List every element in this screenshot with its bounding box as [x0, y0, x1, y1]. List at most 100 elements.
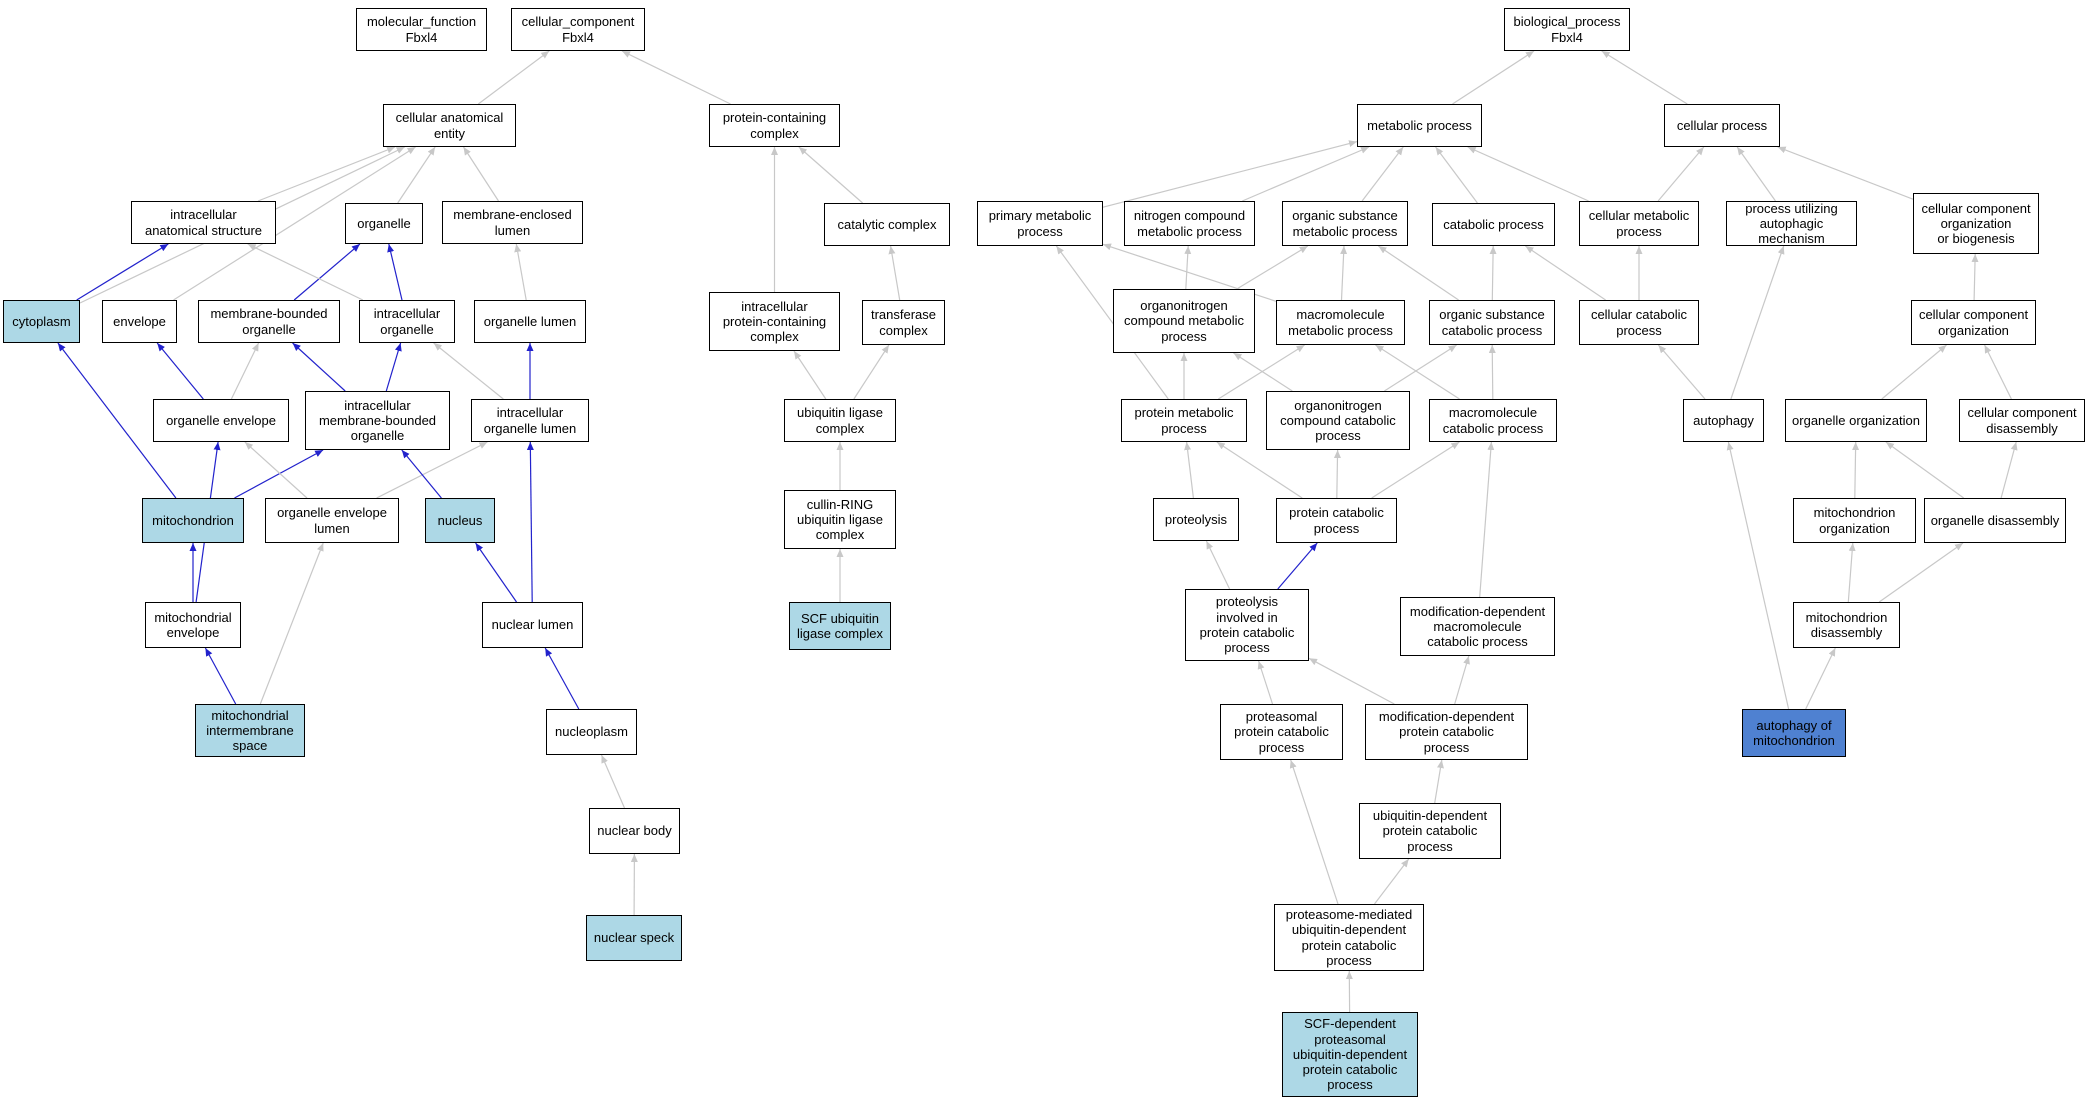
node-np[interactable]: nucleoplasm	[546, 709, 637, 755]
edge-oncmp-to-ncmp	[1184, 245, 1192, 290]
node-pmp[interactable]: primary metabolic process	[977, 201, 1103, 246]
edge-oscp-to-catp	[1489, 245, 1497, 301]
node-md[interactable]: mitochondrion disassembly	[1793, 602, 1900, 648]
node-ccp[interactable]: cellular catabolic process	[1579, 300, 1699, 345]
node-mcp[interactable]: macromolecule catabolic process	[1429, 399, 1557, 442]
node-nb[interactable]: nuclear body	[589, 808, 680, 854]
node-pcp[interactable]: protein catabolic process	[1276, 498, 1397, 543]
node-menv[interactable]: mitochondrial envelope	[145, 602, 241, 648]
edge-mmp-to-osmp	[1340, 245, 1348, 301]
node-ias[interactable]: intracellular anatomical structure	[131, 201, 276, 244]
node-io[interactable]: intracellular organelle	[359, 300, 455, 343]
edge-nl-to-nuc	[475, 542, 517, 603]
node-auto[interactable]: autophagy	[1683, 399, 1764, 442]
edge-oel-to-oe	[244, 441, 308, 499]
node-catp[interactable]: catabolic process	[1432, 203, 1555, 246]
node-puam[interactable]: process utilizing autophagic mechanism	[1726, 201, 1857, 246]
node-crulc[interactable]: cullin-RING ubiquitin ligase complex	[784, 490, 896, 549]
node-imbo[interactable]: intracellular membrane-bounded organelle	[305, 391, 450, 450]
node-pmetp[interactable]: protein metabolic process	[1121, 399, 1247, 442]
edge-mcp-to-oscp	[1488, 344, 1496, 400]
node-oo[interactable]: organelle organization	[1785, 399, 1927, 442]
node-mf_root[interactable]: molecular_function Fbxl4	[356, 8, 487, 51]
node-mmp[interactable]: macromolecule metabolic process	[1276, 300, 1405, 345]
edge-pcc-to-cc_root	[621, 50, 731, 105]
node-cae[interactable]: cellular anatomical entity	[383, 104, 516, 147]
node-oe[interactable]: organelle envelope	[153, 399, 289, 442]
edge-ccp-to-catp	[1525, 245, 1606, 301]
edge-ulc-to-ipcc	[793, 350, 827, 400]
node-env[interactable]: envelope	[102, 300, 177, 343]
node-tc[interactable]: transferase complex	[862, 300, 945, 345]
node-cp[interactable]: cellular process	[1664, 104, 1780, 147]
node-ulc[interactable]: ubiquitin ligase complex	[784, 399, 896, 442]
edge-cae-to-cc_root	[477, 50, 550, 105]
edge-nuc-to-imbo	[401, 449, 442, 499]
node-cco[interactable]: cellular component organization	[1911, 300, 2036, 345]
edge-oe-to-env	[156, 342, 204, 400]
node-ccd[interactable]: cellular component disassembly	[1959, 399, 2085, 442]
edge-prot-to-pmetp	[1184, 441, 1194, 499]
node-mdpcp[interactable]: modification-dependent protein catabolic…	[1365, 704, 1528, 760]
node-pmudpcp[interactable]: proteasome-mediated ubiquitin-dependent …	[1274, 904, 1424, 971]
node-mdmcp[interactable]: modification-dependent macromolecule cat…	[1400, 597, 1555, 656]
node-mis[interactable]: mitochondrial intermembrane space	[195, 704, 305, 757]
node-scf[interactable]: SCF ubiquitin ligase complex	[789, 602, 891, 650]
node-mel[interactable]: membrane-enclosed lumen	[442, 201, 583, 244]
edge-nb-to-np	[600, 754, 626, 809]
edge-oel-to-iol	[376, 441, 488, 499]
node-oel[interactable]: organelle envelope lumen	[265, 498, 399, 543]
node-prot[interactable]: proteolysis	[1153, 498, 1239, 541]
node-ns[interactable]: nuclear speck	[586, 915, 682, 961]
node-pcc[interactable]: protein-containing complex	[709, 104, 840, 147]
edge-ncmp-to-mp	[1242, 146, 1370, 202]
edge-iol-to-io	[433, 342, 504, 400]
node-catc[interactable]: catalytic complex	[824, 203, 950, 246]
node-udpcp[interactable]: ubiquitin-dependent protein catabolic pr…	[1359, 803, 1501, 859]
node-mito[interactable]: mitochondrion	[142, 498, 244, 543]
edge-ol-to-mel	[514, 243, 527, 301]
edge-aom-to-auto	[1726, 441, 1790, 710]
node-od[interactable]: organelle disassembly	[1924, 498, 2066, 543]
node-mo[interactable]: mitochondrion organization	[1793, 498, 1916, 543]
edge-auto-to-puam	[1730, 245, 1785, 400]
node-pipcp[interactable]: proteolysis involved in protein cataboli…	[1185, 589, 1309, 661]
node-oncmp[interactable]: organonitrogen compound metabolic proces…	[1113, 289, 1255, 353]
edge-ppcp-to-pipcp	[1257, 660, 1274, 705]
edge-nl-to-iol	[526, 441, 534, 603]
node-ipcc[interactable]: intracellular protein-containing complex	[709, 292, 840, 351]
edge-mcp-to-mmp	[1375, 344, 1460, 400]
edge-mito-to-cyto	[57, 342, 177, 499]
node-nuc[interactable]: nucleus	[425, 498, 495, 543]
edge-oo-to-cco	[1881, 344, 1947, 400]
node-mp[interactable]: metabolic process	[1357, 104, 1482, 147]
node-bp_root[interactable]: biological_process Fbxl4	[1504, 8, 1630, 51]
node-oscp[interactable]: organic substance catabolic process	[1429, 300, 1555, 345]
node-nl[interactable]: nuclear lumen	[482, 602, 583, 648]
edge-mp-to-bp_root	[1452, 50, 1535, 105]
node-cmp[interactable]: cellular metabolic process	[1579, 201, 1699, 246]
node-osmp[interactable]: organic substance metabolic process	[1282, 201, 1408, 246]
node-aom[interactable]: autophagy of mitochondrion	[1742, 709, 1846, 757]
edge-md-to-mo	[1847, 542, 1856, 603]
edge-ulc-to-tc	[853, 344, 890, 400]
edge-pcp-to-onccp	[1333, 449, 1341, 499]
node-org[interactable]: organelle	[345, 203, 423, 244]
node-scfdep[interactable]: SCF-dependent proteasomal ubiquitin-depe…	[1282, 1012, 1418, 1097]
node-ccob[interactable]: cellular component organization or bioge…	[1913, 193, 2039, 254]
node-mbo[interactable]: membrane-bounded organelle	[198, 300, 340, 343]
node-ppcp[interactable]: proteasomal protein catabolic process	[1220, 704, 1343, 760]
edge-cco-to-ccob	[1971, 253, 1979, 301]
node-cyto[interactable]: cytoplasm	[3, 300, 80, 343]
edge-mbo-to-org	[293, 243, 361, 301]
edge-mdmcp-to-mcp	[1479, 441, 1495, 598]
node-iol[interactable]: intracellular organelle lumen	[471, 399, 589, 442]
node-ol[interactable]: organelle lumen	[474, 300, 586, 343]
node-cc_root[interactable]: cellular_component Fbxl4	[511, 8, 645, 51]
edge-mito-to-imbo	[234, 449, 324, 499]
node-ncmp[interactable]: nitrogen compound metabolic process	[1124, 201, 1255, 246]
edge-mel-to-cae	[462, 146, 500, 202]
node-onccp[interactable]: organonitrogen compound catabolic proces…	[1266, 391, 1410, 450]
